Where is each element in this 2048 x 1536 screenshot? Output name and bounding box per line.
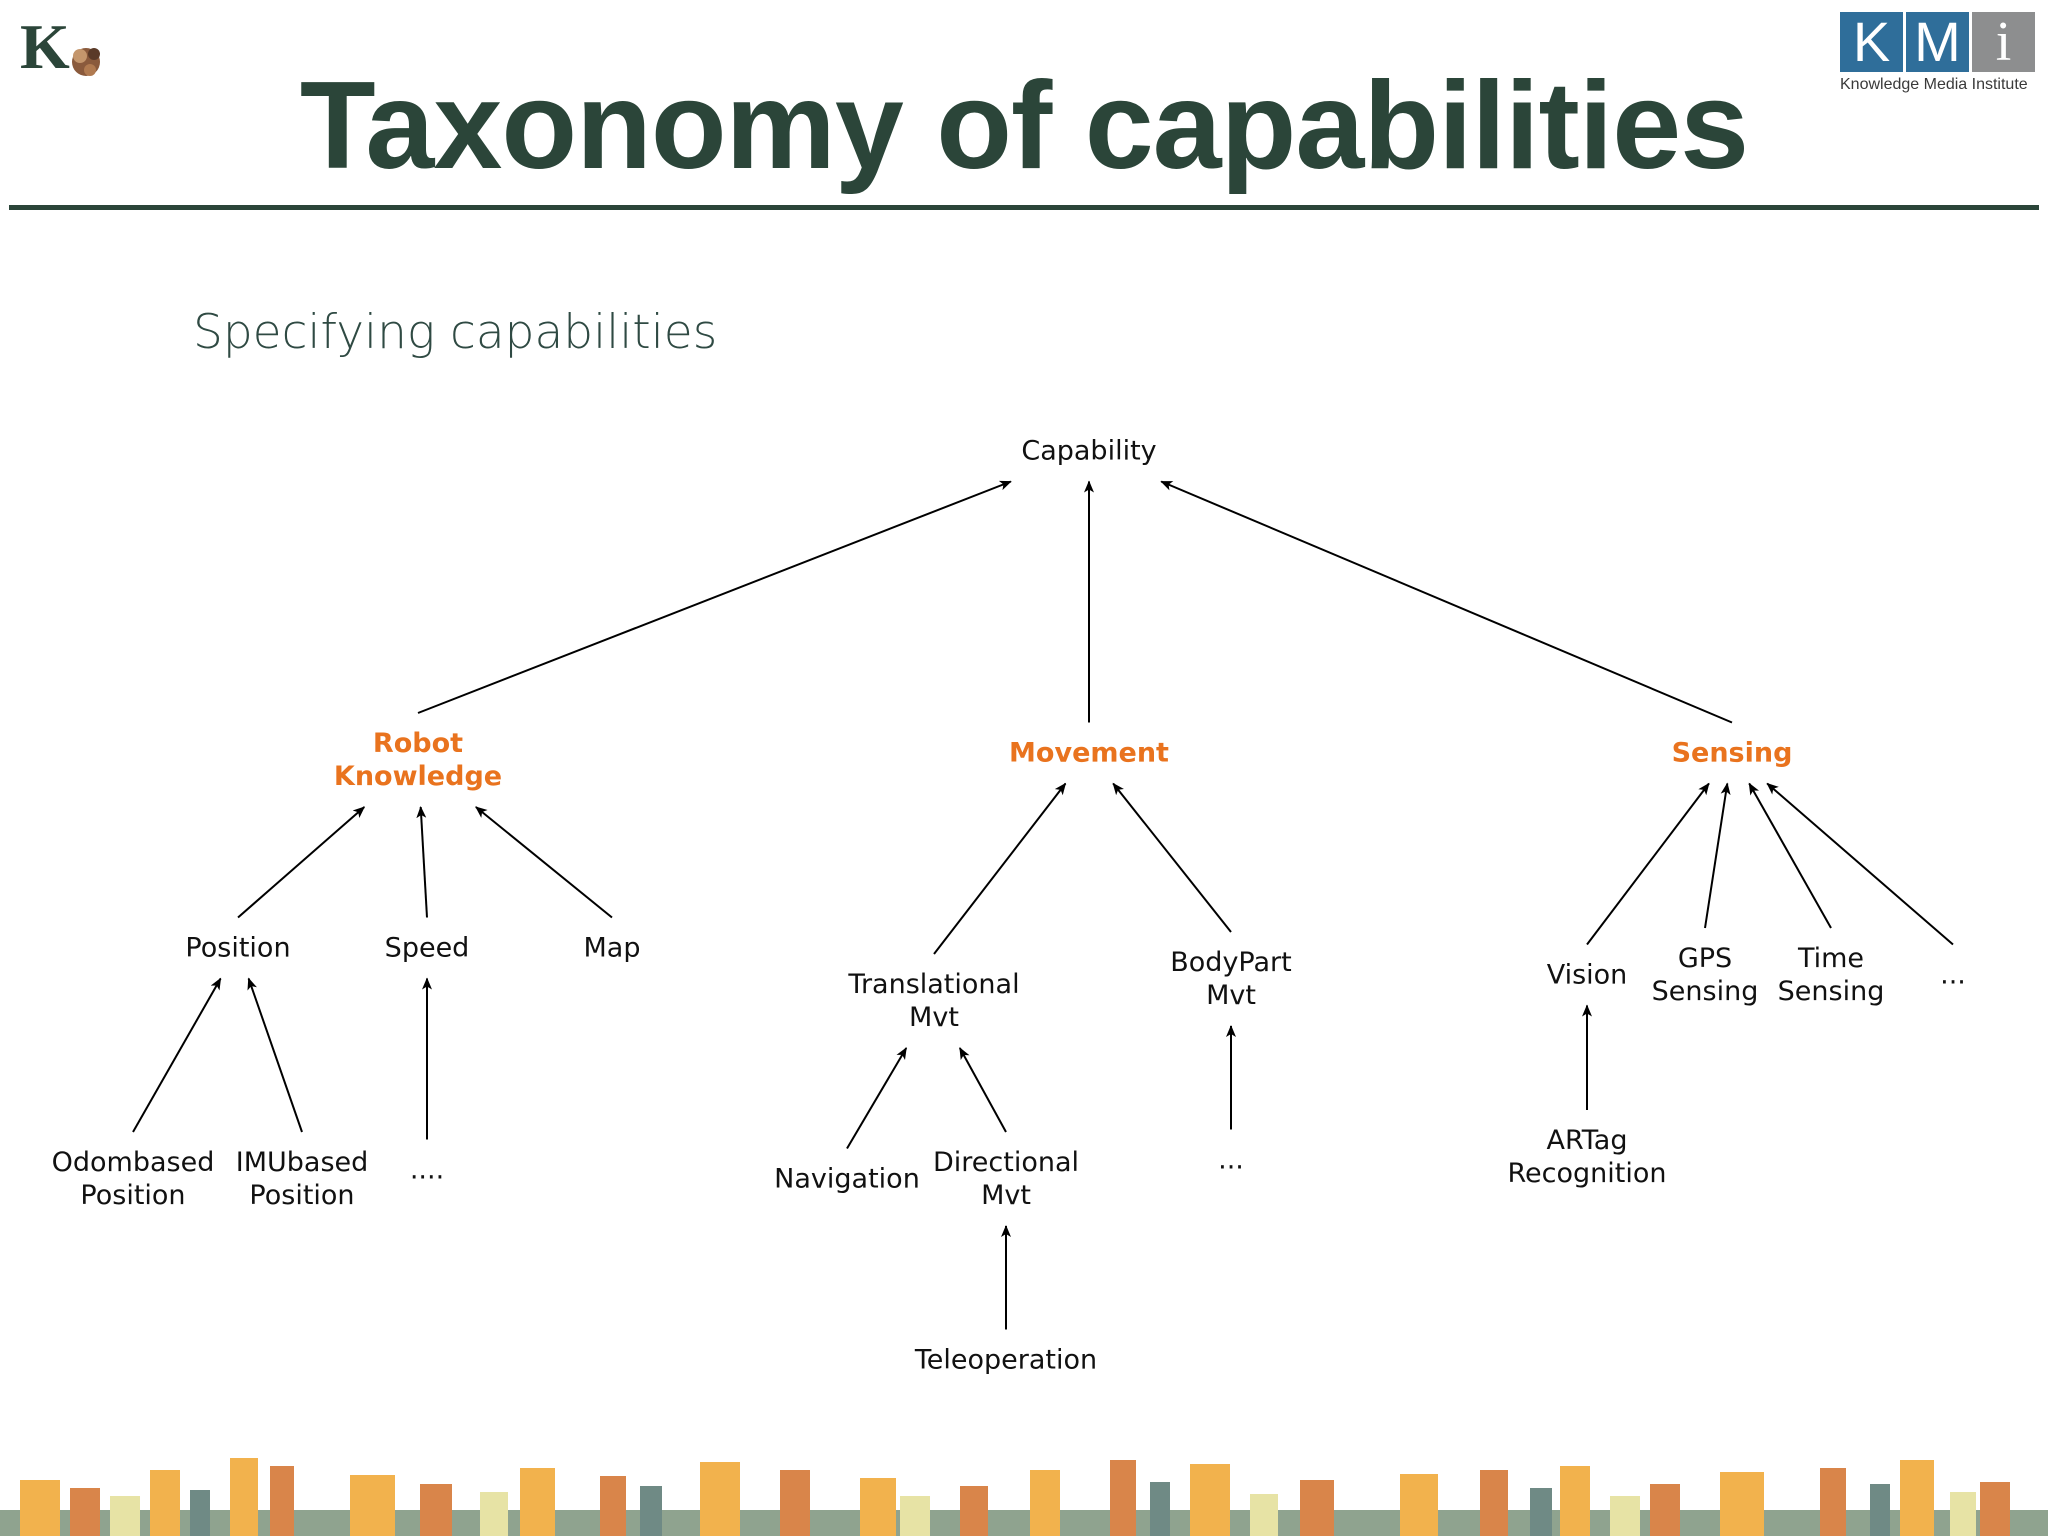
node-bodypart-more: ... [1218,1144,1244,1176]
node-sensing-more: ... [1940,959,1966,991]
edge-position-to-robot-knowledge [237,806,366,919]
node-directional-mvt: Directional Mvt [932,1147,1080,1211]
edge-directional-mvt-to-translational-mvt [958,1047,1007,1133]
node-translational-mvt: Translational Mvt [848,969,1020,1033]
node-position: Position [185,932,291,964]
slide-subtitle: Specifying capabilities [193,305,718,360]
edge-vision-to-sensing [1586,782,1710,946]
edge-speed-to-robot-knowledge [416,806,428,918]
edge-bodypart-mvt-to-movement [1112,782,1232,933]
node-time-sensing: Time Sensing [1777,943,1885,1007]
city-skyline-illustration [0,1458,2048,1536]
node-bodypart-mvt: BodyPart Mvt [1170,947,1292,1011]
title-divider [9,205,2039,210]
node-imubased-position: IMUbased Position [235,1147,369,1211]
edge-gps-sensing-to-sensing [1704,782,1731,929]
kmi-letter-k: K [1840,12,1903,72]
node-speed: Speed [384,932,470,964]
node-sensing: Sensing [1671,737,1793,769]
node-gps-sensing: GPS Sensing [1651,943,1759,1007]
node-odombased-position: Odombased Position [51,1147,215,1211]
edge-navigation-to-translational-mvt [846,1047,908,1150]
svg-text:K: K [20,11,70,82]
node-capability: Capability [1021,435,1157,467]
kmi-letter-i: i [1972,12,2035,72]
node-vision: Vision [1546,959,1628,991]
kmi-letter-m: M [1906,12,1969,72]
edge-sensing-more-to-sensing [1766,782,1954,946]
node-movement: Movement [1009,737,1169,769]
edge-imubased-position-to-position [247,977,303,1133]
taxonomy-edges [132,480,1954,1330]
slide-title: Taxonomy of capabilities [299,57,1749,195]
edge-robot-knowledge-to-capability [417,480,1012,714]
k-logo: K [20,11,100,82]
node-navigation: Navigation [774,1163,920,1195]
edge-odombased-position-to-position [132,977,222,1133]
edge-sensing-to-capability [1160,480,1733,724]
node-map: Map [583,932,641,964]
kmi-caption: Knowledge Media Institute [1840,76,2028,93]
node-speed-more: .... [409,1154,445,1186]
edge-translational-mvt-to-movement [933,782,1067,955]
node-artag-recognition: ARTag Recognition [1507,1125,1667,1189]
node-teleoperation: Teleoperation [914,1344,1098,1376]
edge-time-sensing-to-sensing [1748,782,1832,929]
kmi-logo: K M i Knowledge Media Institute [1840,12,2036,96]
node-robot-knowledge: Robot Knowledge [333,728,503,792]
edge-map-to-robot-knowledge [475,806,613,919]
